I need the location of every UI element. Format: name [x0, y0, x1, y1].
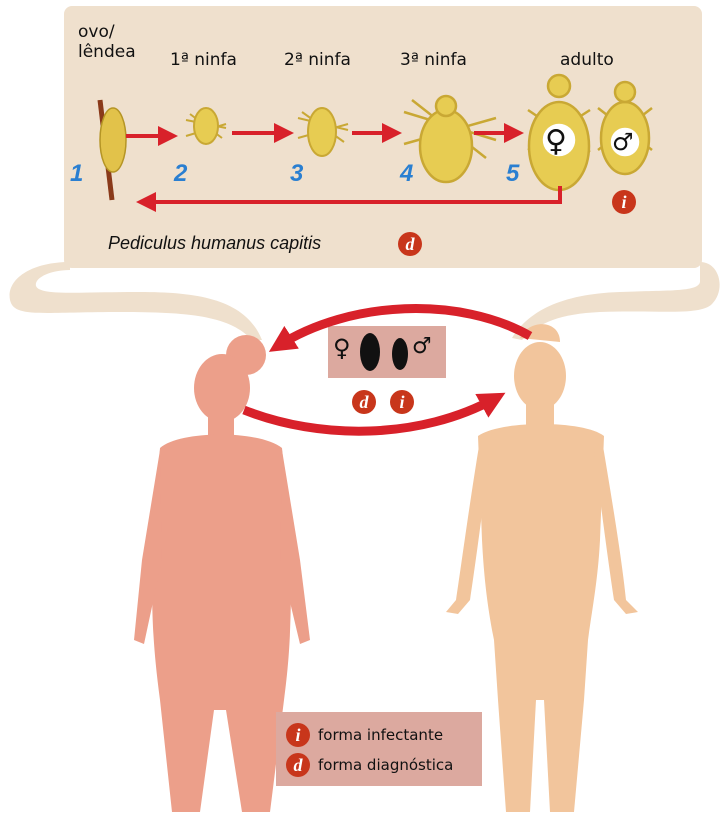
legend-diagnostic-label: forma diagnóstica: [318, 756, 453, 774]
legend-infective-label: forma infectante: [318, 726, 443, 744]
transmission-female-symbol-icon: ♀: [333, 334, 351, 362]
stage-label-nymph-2: 2ª ninfa: [284, 50, 351, 70]
legend: i forma infectante d forma diagnóstica: [276, 712, 482, 786]
legend-row-infective: i forma infectante: [286, 723, 443, 747]
diagnostic-badge-icon: d: [398, 232, 422, 256]
stage-number-2: 2: [174, 160, 187, 188]
legend-row-diagnostic: d forma diagnóstica: [286, 753, 453, 777]
legend-diagnostic-icon: d: [286, 753, 310, 777]
male-symbol-icon: ♂: [612, 128, 634, 156]
legend-infective-icon: i: [286, 723, 310, 747]
stage-label-nymph-3: 3ª ninfa: [400, 50, 467, 70]
species-name: Pediculus humanus capitis: [108, 233, 321, 254]
stage-label-adult: adulto: [560, 50, 614, 70]
species-name-text: Pediculus humanus capitis: [108, 233, 321, 253]
stage-number-4: 4: [400, 160, 413, 188]
infective-badge-icon: i: [612, 190, 636, 214]
transmission-male-symbol-icon: ♂: [412, 334, 432, 359]
stage-number-1: 1: [70, 160, 83, 188]
female-symbol-icon: ♀: [545, 124, 567, 159]
transmission-infective-badge-icon: i: [390, 390, 414, 414]
stage-number-5: 5: [506, 160, 519, 188]
stage-label-egg: ovo/ lêndea: [78, 22, 136, 62]
stage-number-3: 3: [290, 160, 303, 188]
transmission-diagnostic-badge-icon: d: [352, 390, 376, 414]
stage-label-nymph-1: 1ª ninfa: [170, 50, 237, 70]
